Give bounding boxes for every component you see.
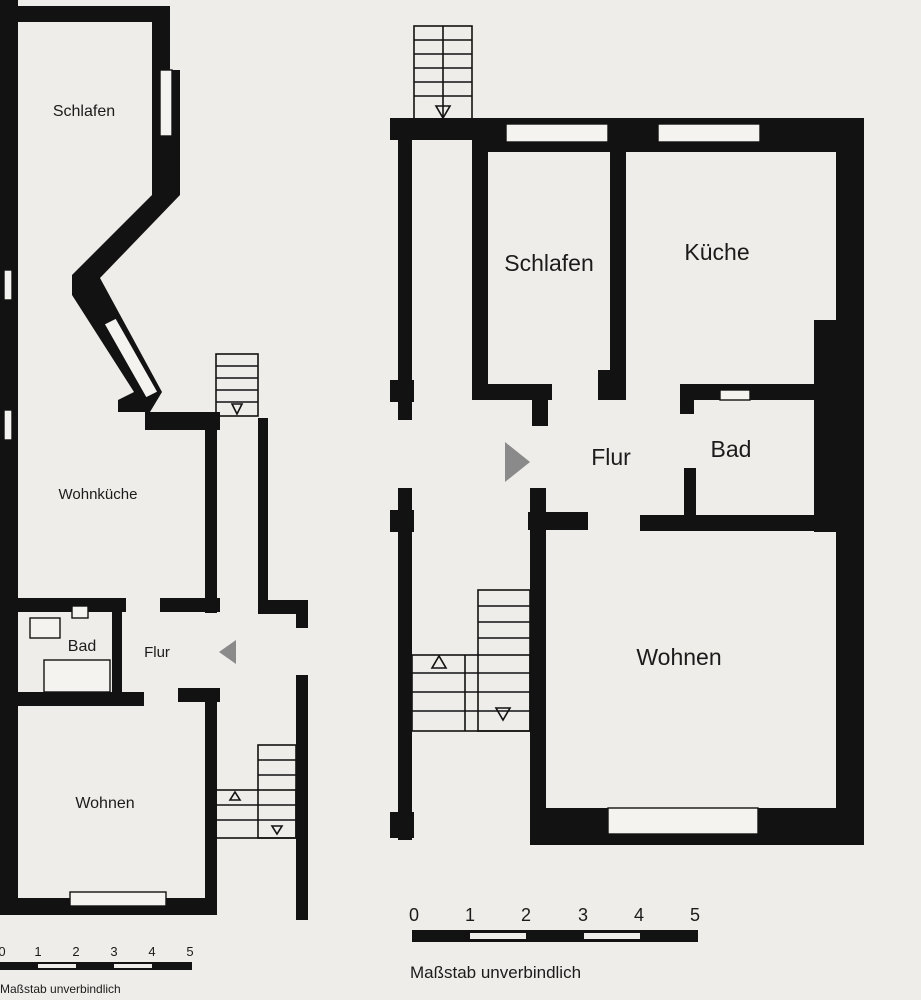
right-room-flur: Flur: [591, 444, 631, 470]
left-edge-window-2: [3, 409, 13, 441]
right-lower-stair: [411, 589, 531, 732]
right-schlafen-wall-left: [472, 130, 488, 398]
right-floor-plan: [390, 25, 864, 845]
right-schlafen-wall-bottom-stub: [532, 384, 548, 426]
left-bad-sink: [29, 617, 61, 639]
right-hall-wall-left-stub-a: [390, 380, 414, 402]
right-bad-wall-bottom: [640, 515, 830, 531]
right-scale-tick-2: 2: [521, 905, 531, 925]
left-room-flur: Flur: [144, 644, 170, 661]
left-bad-toilet: [71, 605, 89, 619]
left-room-bad: Bad: [68, 638, 96, 655]
left-bad-bathtub: [43, 659, 111, 693]
right-hall-wall-left-lower: [398, 488, 412, 840]
right-hall-wall-left-stub-c: [390, 812, 414, 838]
right-upper-stair: [413, 25, 473, 121]
right-schlafen-kueche-wall: [610, 130, 626, 398]
right-hall-wall-left-upper: [398, 130, 412, 420]
left-corridor-wall-right: [258, 418, 268, 613]
right-scale-bar: [412, 930, 698, 942]
right-scale-tick-4: 4: [634, 905, 644, 925]
left-bay-window-top: [159, 69, 173, 137]
right-scale-tick-0: 0: [409, 905, 419, 925]
right-entry-arrow: [505, 442, 530, 482]
left-scale-tick-3: 3: [110, 944, 117, 959]
right-bad-wall-left-stub: [680, 384, 694, 414]
left-corridor-wall-left: [205, 418, 217, 613]
left-bay-window-lower: [103, 317, 159, 399]
left-scale-bar: [0, 962, 192, 970]
left-entry-arrow: [219, 640, 236, 664]
left-kitchen-flur-wall: [160, 598, 220, 612]
left-stair-wall-right: [296, 675, 308, 920]
left-scale-caption: Maßstab unverbindlich: [0, 982, 121, 996]
right-wohnen-wall-left: [530, 488, 546, 845]
right-bad-wall-top: [680, 384, 828, 400]
right-schlafen-window: [505, 123, 609, 143]
left-lower-stair: [215, 744, 297, 839]
left-scale-tick-1: 1: [34, 944, 41, 959]
left-upper-stair: [215, 353, 259, 417]
left-room-schlafen: Schlafen: [53, 103, 115, 120]
right-wohnen-window: [607, 807, 759, 835]
left-wohnen-wall-right: [205, 688, 217, 915]
right-room-bad: Bad: [711, 436, 752, 462]
left-bay-wall: [18, 6, 180, 412]
right-hall-wall-left-stub-b: [390, 510, 414, 532]
left-bad-wohnen-wall: [18, 692, 144, 706]
right-room-wohnen: Wohnen: [636, 644, 721, 670]
left-outer-wall: [0, 0, 18, 915]
right-scale-tick-3: 3: [578, 905, 588, 925]
left-kitchen-bad-wall: [18, 598, 126, 612]
left-room-wohnen: Wohnen: [75, 795, 134, 812]
right-schlafen-kueche-stub: [598, 370, 626, 400]
left-bad-wall-right: [112, 612, 122, 694]
right-bad-wall-left: [684, 468, 696, 530]
left-floor-plan: [0, 0, 308, 920]
left-scale-tick-0: 0: [0, 944, 6, 959]
right-scale-tick-5: 5: [690, 905, 700, 925]
left-upper-partition: [145, 412, 220, 430]
left-flur-wall-right-stub: [296, 600, 308, 628]
left-flur-wall-right: [258, 600, 308, 614]
left-scale-tick-5: 5: [186, 944, 193, 959]
right-kueche-window: [657, 123, 761, 143]
left-scale-tick-4: 4: [148, 944, 155, 959]
right-scale-caption: Maßstab unverbindlich: [410, 963, 581, 982]
right-outer-wall-thick: [814, 320, 844, 532]
right-scale-tick-1: 1: [465, 905, 475, 925]
left-edge-window-1: [3, 269, 13, 301]
left-scale-tick-2: 2: [72, 944, 79, 959]
right-room-schlafen: Schlafen: [504, 250, 594, 276]
right-bad-door-gap: [719, 389, 751, 401]
right-room-kueche: Küche: [684, 239, 749, 265]
left-room-wohnkueche: Wohnküche: [59, 486, 138, 503]
left-wohnen-window: [69, 891, 167, 907]
